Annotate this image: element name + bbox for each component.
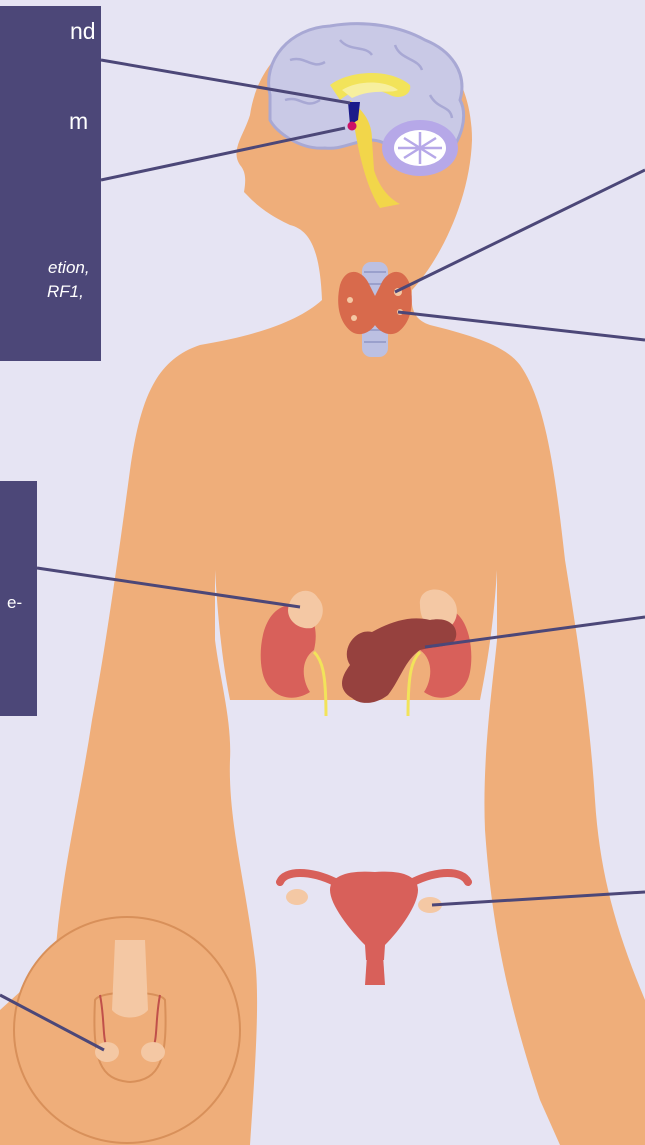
uterus-icon — [280, 872, 468, 985]
box-text-fragment-1: nd — [70, 18, 96, 45]
testis-right-icon — [141, 1042, 165, 1062]
box-text-fragment-5: e- — [7, 593, 22, 613]
magnifier-circle-icon — [14, 917, 240, 1143]
legs-gap — [345, 990, 385, 1145]
testis-left-icon — [95, 1042, 119, 1062]
label-box-adrenal: e- — [0, 481, 37, 716]
box-text-fragment-2: m — [69, 108, 88, 135]
label-box-hypothalamus: nd m etion, RF1, — [0, 6, 101, 361]
box-text-fragment-3: etion, — [48, 258, 90, 278]
cerebellum-icon — [382, 120, 458, 176]
ovary-left-icon — [286, 889, 308, 905]
box-text-fragment-4: RF1, — [47, 282, 84, 302]
